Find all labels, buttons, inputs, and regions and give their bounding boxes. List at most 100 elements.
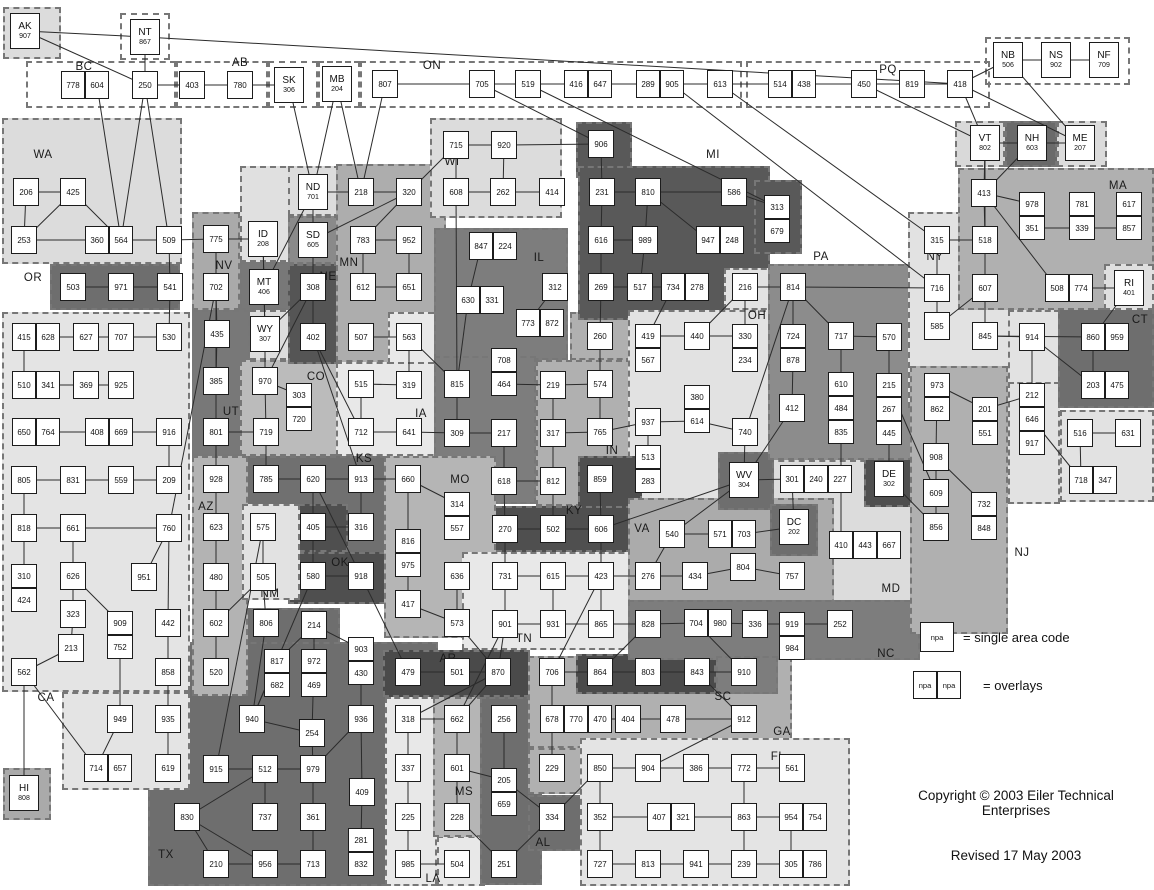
npa-box-989: 989	[632, 226, 658, 254]
npa-box-310: 310	[11, 564, 37, 588]
npa-box-864: 864	[587, 658, 613, 686]
npa-box-630: 630	[456, 286, 480, 314]
npa-box-737: 737	[252, 803, 278, 831]
npa-box-856: 856	[923, 513, 949, 541]
npa-box-830: 830	[174, 803, 200, 831]
npa-box-580: 580	[300, 562, 326, 590]
npa-box-971: 971	[108, 273, 134, 301]
npa-box-601: 601	[444, 754, 470, 782]
npa-box-225: 225	[395, 803, 421, 831]
npa-box-405: 405	[300, 513, 326, 541]
npa-box-975: 975	[395, 553, 421, 577]
npa-box-385: 385	[203, 367, 229, 395]
npa-box-205: 205	[491, 768, 517, 792]
npa-box-438: 438	[792, 70, 816, 98]
npa-box-224: 224	[493, 232, 517, 260]
npa-box-772: 772	[731, 754, 757, 782]
npa-box-764: 764	[36, 418, 60, 446]
edge-912-904	[647, 718, 745, 769]
npa-box-770: 770	[564, 705, 588, 733]
npa-box-915: 915	[203, 755, 229, 783]
npa-box-616: 616	[588, 226, 614, 254]
npa-box-480: 480	[203, 563, 229, 591]
npa-box-878: 878	[780, 348, 806, 372]
npa-box-780: 780	[227, 71, 253, 99]
state-label-MN: MN	[339, 257, 359, 269]
npa-box-443: 443	[853, 531, 877, 559]
npa-box-440: 440	[684, 322, 710, 350]
edge-604-564	[96, 84, 122, 241]
npa-box-469: 469	[301, 673, 327, 697]
npa-box-330: 330	[732, 324, 758, 348]
npa-box-704: 704	[684, 609, 708, 637]
region-72	[318, 61, 360, 108]
npa-box-484: 484	[828, 396, 854, 420]
npa-box-289: 289	[636, 70, 660, 98]
npa-box-908: 908	[923, 443, 949, 471]
npa-box-227: 227	[828, 465, 852, 493]
npa-box-380: 380	[684, 385, 710, 409]
npa-box-614: 614	[684, 409, 710, 433]
npa-box-717: 717	[828, 322, 854, 350]
state-label-NV: NV	[215, 260, 233, 272]
npa-box-860: 860	[1081, 323, 1105, 351]
npa-box-336: 336	[742, 610, 768, 638]
npa-box-613: 613	[707, 70, 733, 98]
npa-box-612: 612	[350, 273, 376, 301]
npa-box-984: 984	[779, 636, 805, 660]
npa-box-520: 520	[203, 658, 229, 686]
npa-box-573: 573	[444, 609, 470, 637]
npa-box-631: 631	[1115, 419, 1141, 447]
npa-box-813: 813	[635, 850, 661, 878]
npa-box-828: 828	[635, 610, 661, 638]
npa-box-781: 781	[1069, 192, 1095, 216]
npa-box-515: 515	[348, 370, 374, 398]
state-label-IN: IN	[605, 445, 619, 457]
npa-box-252: 252	[827, 610, 853, 638]
npa-box-248: 248	[720, 226, 744, 254]
npa-box-705: 705	[469, 70, 495, 98]
npa-box-218: 218	[348, 178, 374, 206]
npa-box-254: 254	[299, 719, 325, 747]
npa-box-970: 970	[252, 367, 278, 395]
npa-box-805: 805	[11, 466, 37, 494]
npa-box-563: 563	[396, 323, 422, 351]
npa-box-865: 865	[588, 610, 614, 638]
edge-418-207	[959, 83, 1081, 144]
state-label-SC: SC	[714, 691, 732, 703]
npa-box-619: 619	[155, 754, 181, 782]
npa-box-418: 418	[947, 70, 973, 98]
npa-box-567: 567	[635, 348, 661, 372]
npa-box-910: 910	[731, 658, 757, 686]
edge-870-318	[407, 671, 499, 720]
npa-box-510: 510	[12, 371, 36, 399]
npa-box-801: 801	[203, 418, 229, 446]
npa-box-561: 561	[779, 754, 805, 782]
npa-box-256: 256	[491, 705, 517, 733]
npa-box-419: 419	[635, 324, 661, 348]
npa-box-309: 309	[444, 419, 470, 447]
npa-box-604: 604	[85, 71, 109, 99]
npa-box-917: 917	[1019, 431, 1045, 455]
npa-box-276: 276	[635, 562, 661, 590]
npa-box-627: 627	[73, 323, 99, 351]
npa-box-732: 732	[971, 492, 997, 516]
npa-box-586: 586	[721, 178, 747, 206]
npa-box-470: 470	[588, 705, 612, 733]
npa-box-785: 785	[253, 465, 279, 493]
npa-box-985: 985	[395, 850, 421, 878]
npa-box-940: 940	[239, 705, 265, 733]
edge-905-716	[671, 83, 938, 289]
npa-box-623: 623	[203, 513, 229, 541]
npa-box-386: 386	[683, 754, 709, 782]
npa-box-819: 819	[899, 70, 925, 98]
state-label-KY: KY	[565, 505, 583, 517]
npa-box-423: 423	[588, 562, 614, 590]
npa-box-618: 618	[491, 467, 517, 495]
npa-box-313: 313	[764, 195, 790, 219]
npa-box-702: 702	[203, 273, 229, 301]
